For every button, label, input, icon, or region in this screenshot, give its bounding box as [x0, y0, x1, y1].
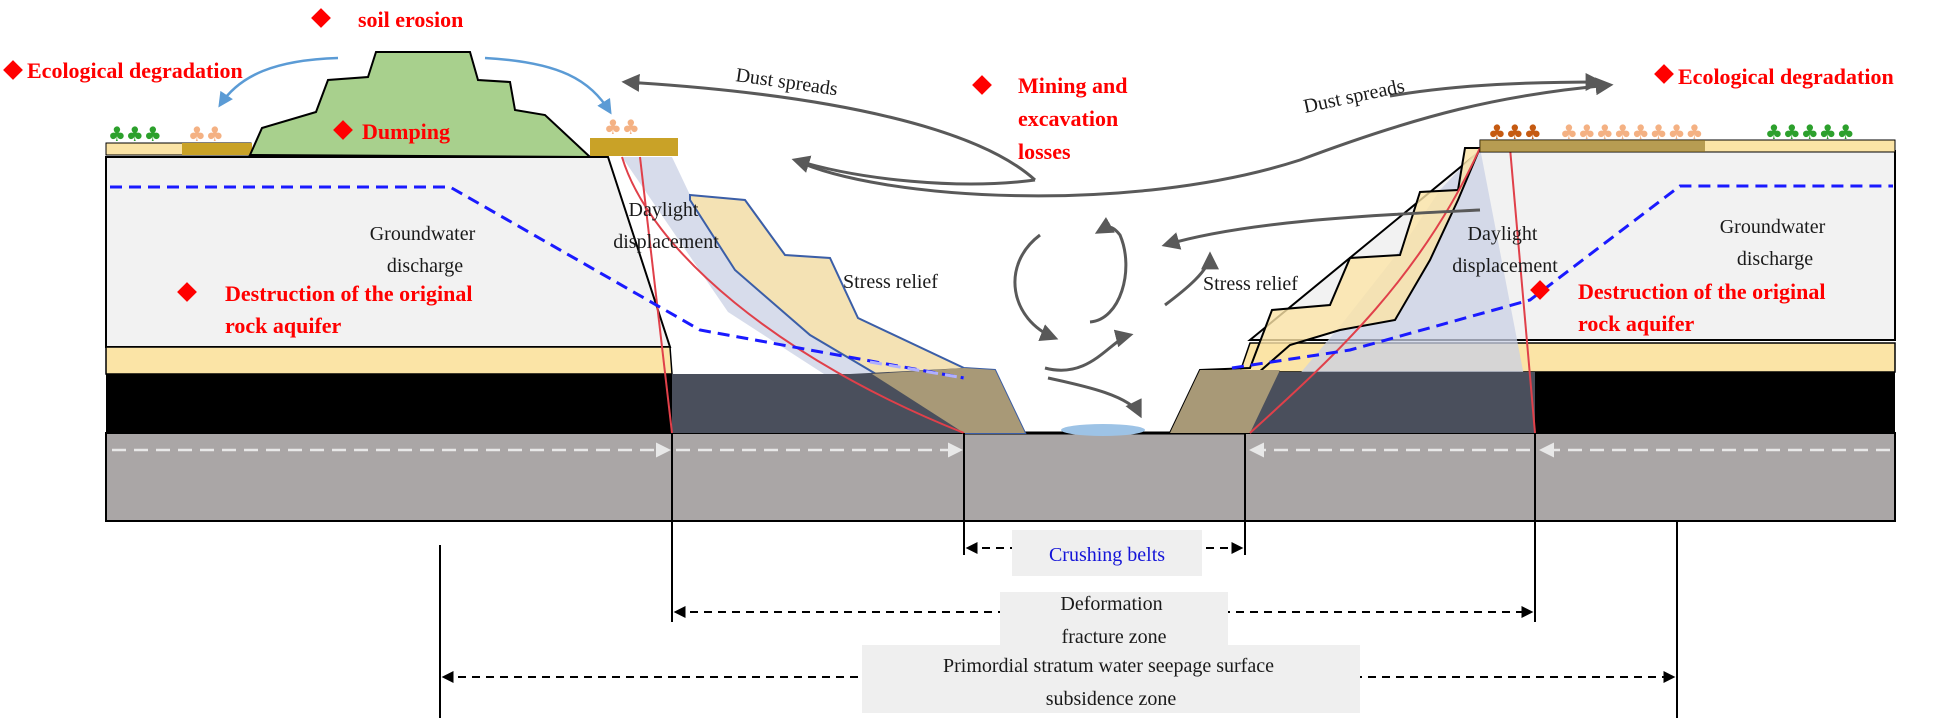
label-stress-left: Stress relief: [843, 271, 938, 293]
label-dust-right: Dust spreads: [1301, 75, 1406, 118]
fracture-line-left: [639, 156, 673, 434]
groundwater-table: [110, 184, 1893, 380]
diamond-icon: [3, 60, 23, 80]
label-destruction-right: Destruction of the original rock aquifer: [1578, 279, 1831, 336]
label-soil-erosion: soil erosion: [358, 7, 463, 32]
dust-arrow-left-upper: [621, 73, 1037, 182]
strata: [105, 150, 1896, 522]
diamond-icon: [333, 120, 353, 140]
dust-arrow-left-lower: [791, 155, 1036, 186]
label-mining: Mining and excavation losses: [1018, 73, 1133, 164]
label-stress-right: Stress relief: [1203, 273, 1298, 295]
water-table-left: [110, 185, 965, 380]
water-table-right: [1231, 184, 1893, 370]
label-dumping: Dumping: [362, 119, 450, 144]
bedrock: [105, 432, 1896, 522]
stress-arrows: [1013, 217, 1219, 419]
label-destruction-left: Destruction of the original rock aquifer: [225, 281, 478, 338]
label-groundwater-right: Groundwater discharge: [1720, 216, 1831, 270]
label-deformation: Deformation fracture zone: [1060, 593, 1167, 648]
svg-text:♣♣♣♣♣♣♣♣: ♣♣♣♣♣♣♣♣: [1560, 120, 1703, 144]
diamond-icon: [1530, 280, 1550, 300]
svg-text:♣♣♣: ♣♣♣: [1488, 120, 1542, 144]
dust-arrows: [621, 73, 1614, 250]
svg-text:♣♣♣♣♣: ♣♣♣♣♣: [1765, 120, 1855, 144]
diamond-icon: [177, 282, 197, 302]
svg-text:♣♣: ♣♣: [188, 122, 224, 146]
label-crushing-belts: Crushing belts: [1049, 544, 1165, 566]
label-daylight-right: Daylight displacement: [1452, 223, 1558, 277]
vegetation-right: ♣♣♣ ♣♣♣♣♣♣♣♣ ♣♣♣♣♣: [1488, 120, 1855, 144]
pit-water: [1061, 424, 1145, 436]
fracture-line-right: [1509, 147, 1536, 434]
label-daylight-left: Daylight displacement: [613, 199, 719, 253]
vegetation-left: ♣♣♣ ♣♣ ♣♣: [108, 115, 640, 146]
label-eco-right: Ecological degradation: [1678, 64, 1894, 89]
diamond-icon: [972, 75, 992, 95]
coal-seam-left: [106, 374, 674, 433]
left-slope: [621, 156, 1027, 434]
svg-text:♣♣♣: ♣♣♣: [108, 122, 162, 146]
stress-arrow-right: [1161, 208, 1481, 250]
label-dust-left: Dust spreads: [734, 64, 839, 100]
label-groundwater-left: Groundwater discharge: [370, 223, 481, 277]
right-slope: [1168, 147, 1536, 434]
erosion-arrows: [218, 56, 612, 115]
svg-text:♣♣: ♣♣: [604, 115, 640, 139]
diamond-icon: [311, 8, 331, 28]
dust-arrow-main: [794, 77, 1614, 198]
label-eco-left: Ecological degradation: [27, 58, 243, 83]
label-primordial: Primordial stratum water seepage surface…: [943, 655, 1279, 710]
diamond-icon: [1654, 64, 1674, 84]
slide-zone-right: [1250, 372, 1535, 433]
sand-layer-left: [105, 346, 673, 375]
